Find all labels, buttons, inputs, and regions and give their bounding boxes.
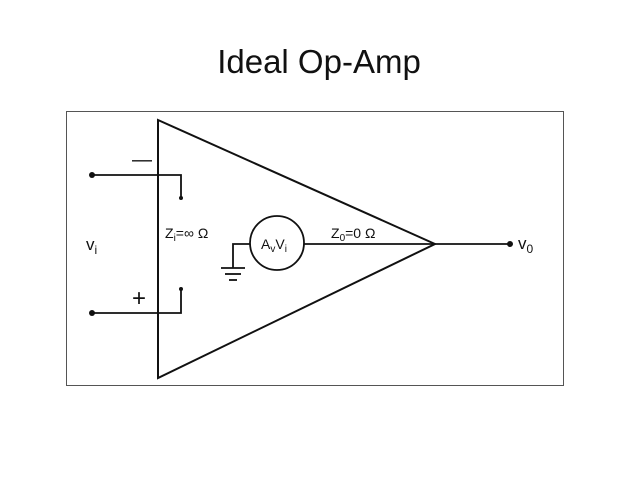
diagram-frame: [66, 111, 564, 386]
slide-title: Ideal Op-Amp: [217, 43, 421, 80]
voltage-source-circle: [249, 215, 305, 271]
inverting-input-wire: [92, 174, 182, 198]
op-amp-triangle: [157, 118, 438, 380]
non-inverting-input-wire: [92, 289, 182, 314]
voltage-source-label: AvVi: [261, 236, 287, 255]
ground-wire: [232, 243, 250, 268]
input-impedance-label: Zi=∞ Ω: [165, 225, 208, 244]
input-voltage-label: vi: [86, 235, 97, 257]
output-terminal: [507, 241, 513, 247]
output-impedance-label: Z0=0 Ω: [331, 225, 375, 244]
output-voltage-label: v0: [518, 234, 534, 256]
inverting-input-node: [179, 196, 183, 200]
non-inverting-input-node: [179, 287, 183, 291]
minus-sign: —: [132, 149, 152, 171]
plus-sign: +: [132, 285, 146, 312]
